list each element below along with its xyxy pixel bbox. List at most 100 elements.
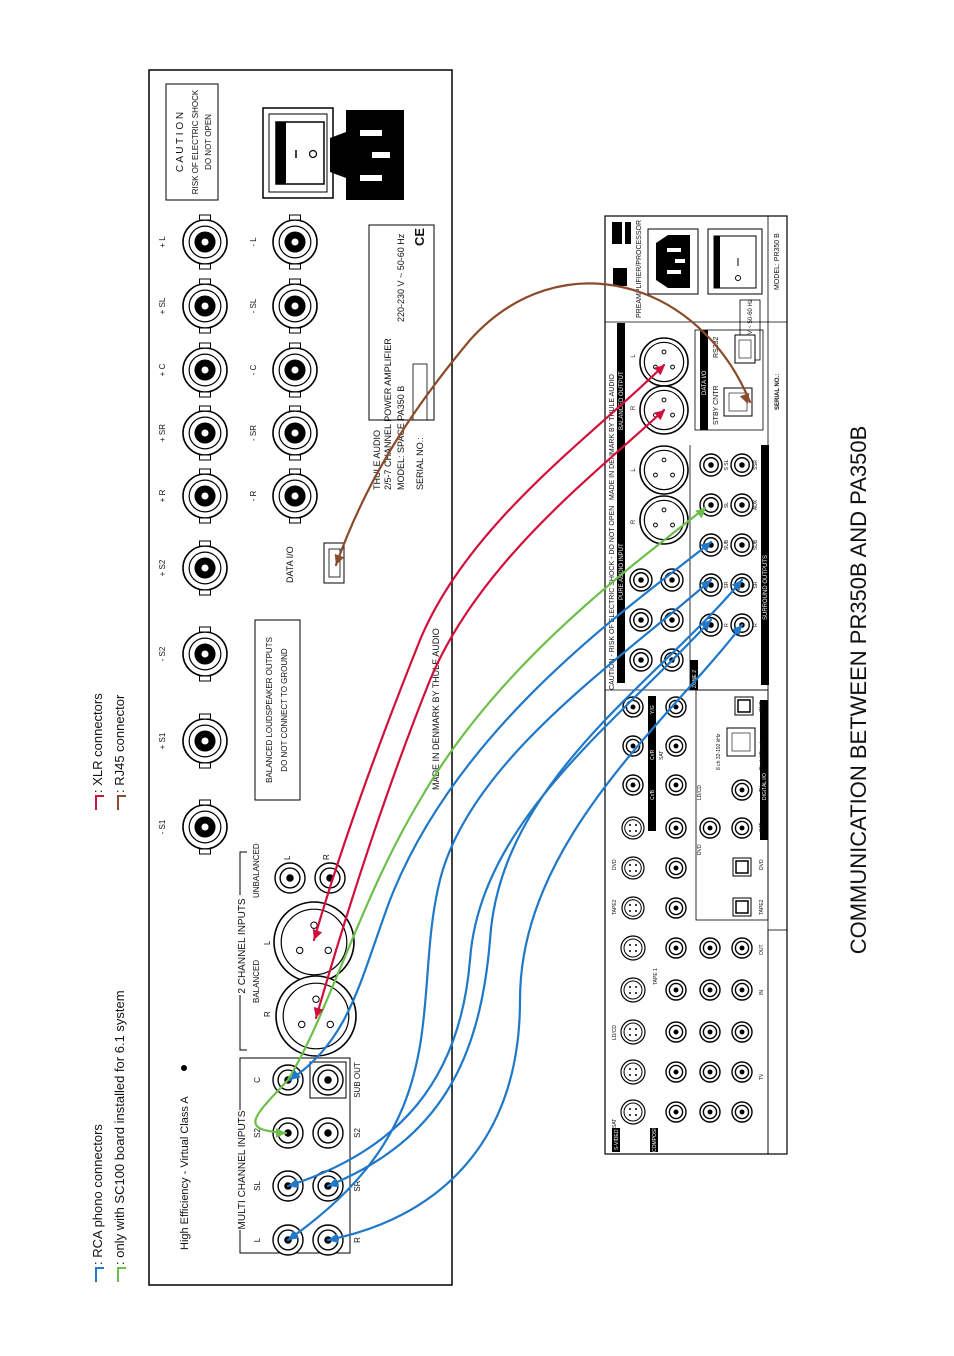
svideo-in-4[interactable] xyxy=(620,935,646,961)
efficiency-label: High Efficiency - Virtual Class A xyxy=(179,1096,191,1250)
speaker-post-top-3[interactable] xyxy=(182,405,228,461)
amp-xlr-input-l[interactable] xyxy=(273,901,355,983)
composite-in-b-1[interactable] xyxy=(699,1061,721,1083)
speaker-post-top-4[interactable] xyxy=(182,468,228,524)
speaker-post-bottom-2[interactable] xyxy=(272,342,318,398)
video-rca-1[interactable] xyxy=(665,857,687,879)
surround-out-a-1[interactable] xyxy=(699,493,723,517)
pre-data-io-box xyxy=(694,329,764,431)
speaker-post-top-0[interactable] xyxy=(182,214,228,270)
sat-label: SAT xyxy=(612,1119,618,1128)
rs232-port[interactable] xyxy=(734,334,756,364)
speaker-label-bottom-0: - L xyxy=(249,237,258,247)
diagram-title: COMMUNICATION BETWEEN PR350B AND PA350B xyxy=(846,426,871,955)
rca-arrow-pre-sr xyxy=(731,580,742,591)
pure-rca-a-2[interactable] xyxy=(629,648,653,672)
surround-out-b-1[interactable] xyxy=(730,493,754,517)
composite-in-c-4[interactable] xyxy=(731,937,753,959)
pre-xlr-pure-r[interactable] xyxy=(639,495,689,545)
amp-multi-bottom-3[interactable] xyxy=(312,1064,344,1096)
speaker-post-top-1[interactable] xyxy=(182,278,228,334)
surround-out-b-2[interactable] xyxy=(730,533,754,557)
speaker-terminals: + L+ SL+ C+ SR+ R+ S2- S2+ S1- S1- L- SL… xyxy=(158,214,318,855)
component-in-0[interactable] xyxy=(665,696,687,718)
pre-xlr-pure-l[interactable] xyxy=(639,445,689,495)
sat-digital-label: SAT xyxy=(759,823,765,832)
dvd-label: DVD xyxy=(612,859,618,870)
amp-unbal-input-l[interactable] xyxy=(274,862,306,894)
rca-arrow-c xyxy=(290,1069,301,1080)
rca-cable-sr xyxy=(326,578,744,1188)
speaker-post-top-5[interactable] xyxy=(182,540,228,596)
balanced-output-label: BALANCED OUTPUT xyxy=(619,371,625,430)
amp-multi-bottom-label-3: SUB OUT xyxy=(353,1062,362,1098)
svideo-in-0[interactable] xyxy=(620,1099,646,1125)
svideo-in-3[interactable] xyxy=(620,977,646,1003)
digital-coax-1[interactable] xyxy=(731,817,753,839)
surround-out-b-0[interactable] xyxy=(730,453,754,477)
svideo-out-0[interactable] xyxy=(621,816,645,840)
composite-in-a-2[interactable] xyxy=(665,1021,687,1043)
speaker-label-bottom-2: - C xyxy=(249,364,258,375)
digital-coax-2[interactable] xyxy=(731,779,753,801)
pure-rca-a-1[interactable] xyxy=(629,608,653,632)
composite-in-b-4[interactable] xyxy=(699,937,721,959)
amp-power-inlet[interactable] xyxy=(330,110,404,200)
amp-multi-top-2[interactable] xyxy=(272,1117,304,1149)
out-digital-label: OUT xyxy=(759,701,765,712)
digital-coax-0[interactable] xyxy=(699,817,721,839)
svideo-out-2[interactable] xyxy=(621,896,645,920)
composite-in-c-3[interactable] xyxy=(731,979,753,1001)
speaker-post-top-6[interactable] xyxy=(182,626,228,682)
amp-multi-top-label-1: SL xyxy=(253,1181,262,1191)
composite-in-a-3[interactable] xyxy=(665,979,687,1001)
speaker-post-bottom-1[interactable] xyxy=(272,278,318,334)
optical-dvd[interactable] xyxy=(732,857,752,877)
svideo-in-2[interactable] xyxy=(620,1019,646,1045)
composite-in-a-4[interactable] xyxy=(665,937,687,959)
speaker-post-bottom-3[interactable] xyxy=(272,405,318,461)
video-rca-0[interactable] xyxy=(665,817,687,839)
amp-multi-bottom-2[interactable] xyxy=(312,1117,344,1149)
surround-out-a-0[interactable] xyxy=(699,453,723,477)
speaker-label-top-2: + C xyxy=(158,363,167,376)
digital-io-label: DIGITAL I/O xyxy=(762,773,768,800)
speaker-post-top-2[interactable] xyxy=(182,342,228,398)
amp-multi-bottom-label-0: R xyxy=(353,1237,362,1243)
component-out-2[interactable] xyxy=(622,774,644,796)
pre-power-switch[interactable] xyxy=(707,228,763,295)
svideo-out-1[interactable] xyxy=(621,856,645,880)
two-channel-title: 2 CHANNEL INPUTS xyxy=(237,898,248,994)
composite-in-b-0[interactable] xyxy=(699,1101,721,1123)
svideo-in-1[interactable] xyxy=(620,1059,646,1085)
composite-in-b-3[interactable] xyxy=(699,979,721,1001)
composite-in-c-2[interactable] xyxy=(731,1021,753,1043)
composite-in-a-0[interactable] xyxy=(665,1101,687,1123)
speaker-label-top-8: - S1 xyxy=(158,819,167,834)
pre-serial: SERIAL NO.: xyxy=(775,374,781,410)
composite-in-a-1[interactable] xyxy=(665,1061,687,1083)
caution-box xyxy=(165,83,219,201)
amp-multi-bottom-0[interactable] xyxy=(312,1224,344,1256)
pre-voltage: 220-230 V ~ 50-60 Hz xyxy=(748,299,754,358)
amp-data-io-port[interactable] xyxy=(323,542,345,584)
amp-power-switch[interactable] xyxy=(262,107,334,199)
pure-rca-a-0[interactable] xyxy=(629,568,653,592)
speaker-label-top-5: + S2 xyxy=(158,559,167,576)
speaker-post-top-7[interactable] xyxy=(182,713,228,769)
video-rca-2[interactable] xyxy=(665,897,687,919)
digital-direct-port[interactable] xyxy=(726,727,756,757)
composite-in-c-1[interactable] xyxy=(731,1061,753,1083)
composite-in-b-2[interactable] xyxy=(699,1021,721,1043)
pre-xlr-balanced-l[interactable] xyxy=(639,337,689,387)
optical-tape2[interactable] xyxy=(732,897,752,917)
speaker-post-top-8[interactable] xyxy=(182,799,228,855)
component-in-1[interactable] xyxy=(665,735,687,757)
optical-out[interactable] xyxy=(734,696,754,716)
speaker-post-bottom-4[interactable] xyxy=(272,468,318,524)
component-in-2[interactable] xyxy=(665,774,687,796)
composite-in-c-0[interactable] xyxy=(731,1101,753,1123)
balanced-label: BALANCED xyxy=(252,960,261,1003)
speaker-post-bottom-0[interactable] xyxy=(272,214,318,270)
pre-power-inlet[interactable] xyxy=(647,228,699,295)
